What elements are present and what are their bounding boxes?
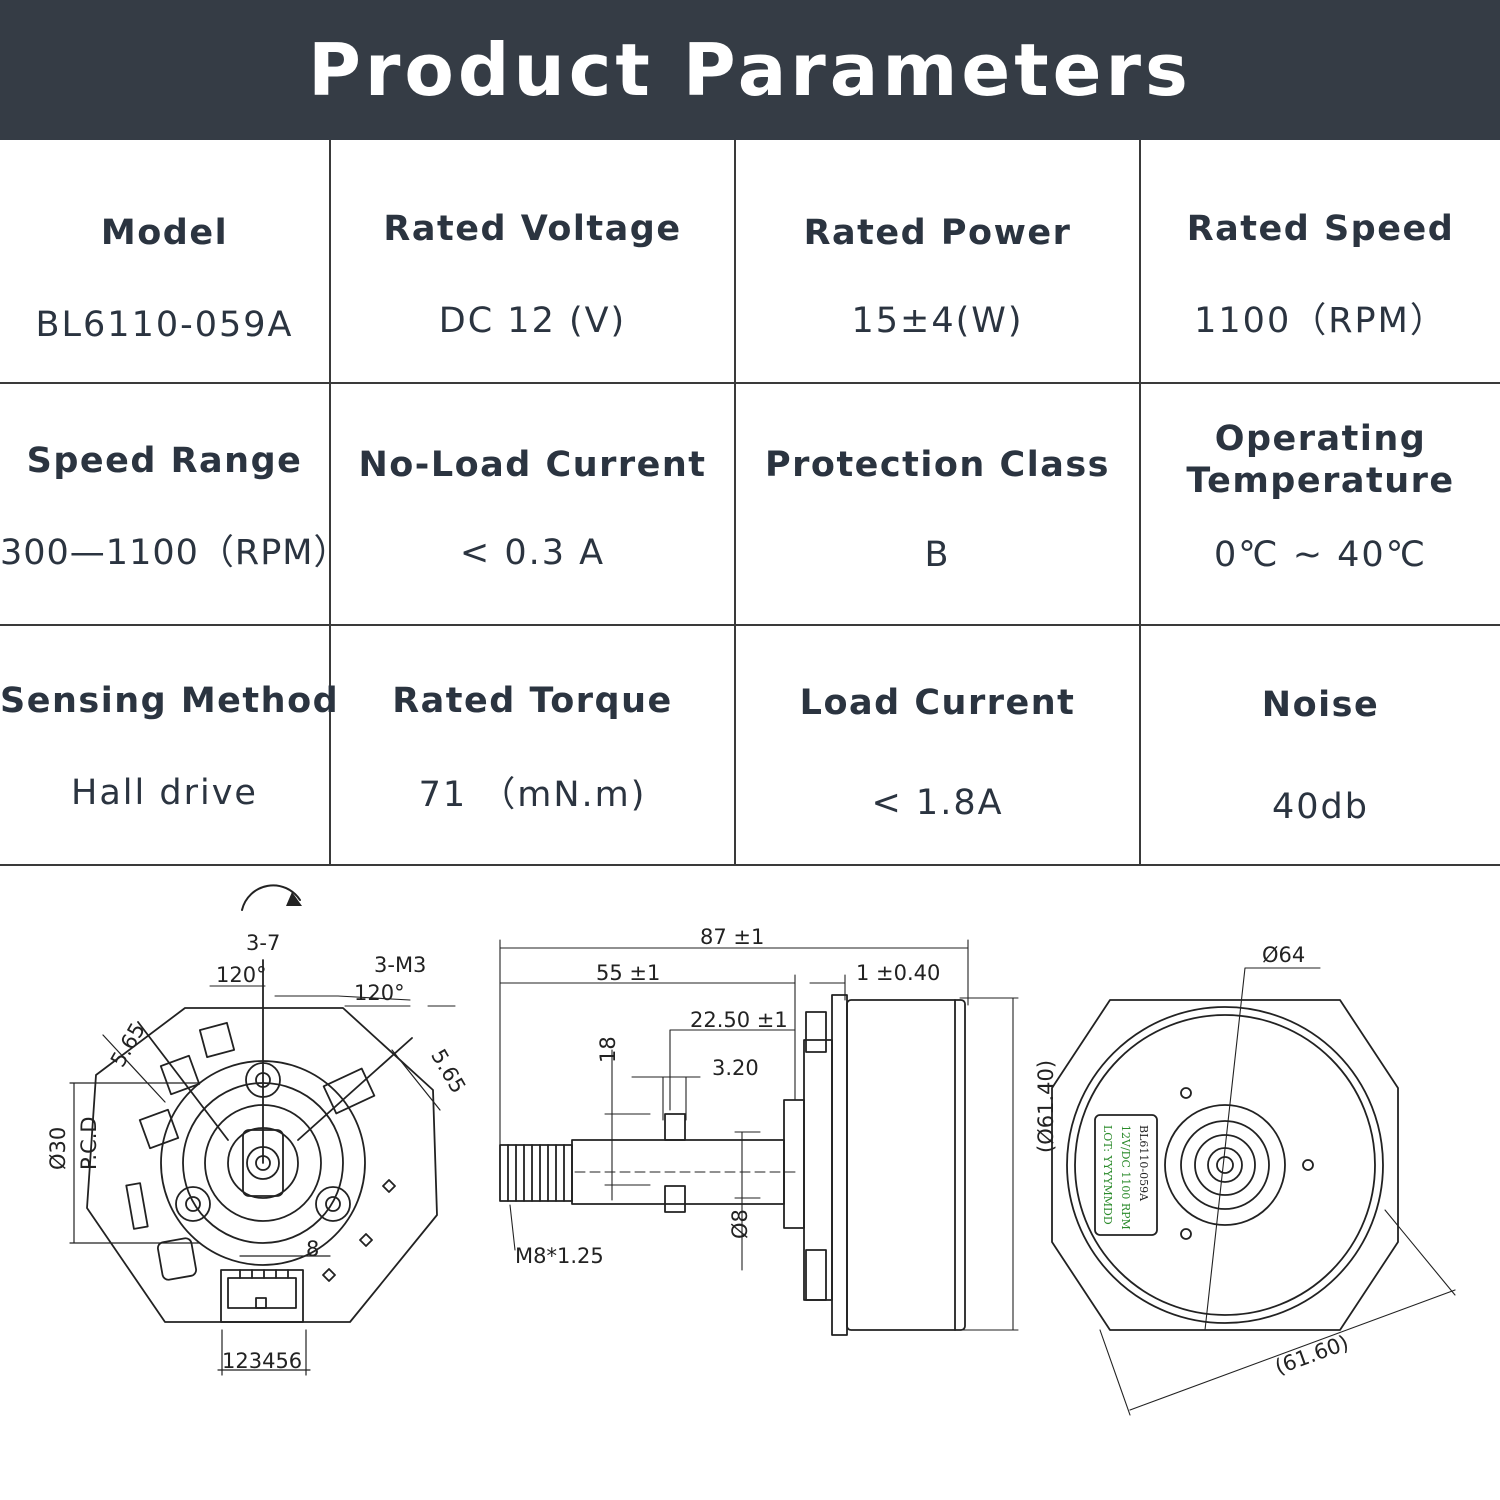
dimension-labels: 3-7 120° 3-M3 120° 5.65 5.65 Ø30 P.C.D 8… <box>46 925 1352 1379</box>
dim-label: 3-7 <box>246 931 280 955</box>
param-value: Hall drive <box>71 773 258 813</box>
param-label: Operating <box>1214 419 1427 459</box>
dim-label: P.C.D <box>77 1116 101 1170</box>
dim-label: Ø64 <box>1262 943 1305 967</box>
param-label: Rated Power <box>803 213 1072 253</box>
param-cell-rated-voltage: Rated Voltage DC 12 (V) <box>331 140 734 382</box>
table-column-divider <box>329 140 331 866</box>
page-header: Product Parameters <box>0 0 1500 140</box>
dim-label: 22.50 ±1 <box>690 1008 788 1032</box>
dim-label: (61.60) <box>1272 1331 1352 1380</box>
rear-view <box>1051 967 1456 1416</box>
param-value: 1100（RPM） <box>1194 301 1447 341</box>
dim-label: 120° <box>216 963 267 987</box>
param-value: < 0.3 A <box>459 533 606 573</box>
param-cell-sensing-method: Sensing Method Hall drive <box>0 626 340 864</box>
dim-label: 1 ±0.40 <box>856 961 940 985</box>
param-value: < 1.8A <box>871 783 1004 823</box>
sticker-text: BL6110-059A <box>1137 1125 1150 1202</box>
side-view <box>499 939 1019 1336</box>
dim-label: Ø30 <box>46 1127 70 1170</box>
sticker-text: LOT: YYYYMMDD <box>1101 1125 1114 1225</box>
sticker-text: 12V/DC 1100 RPM <box>1119 1125 1132 1230</box>
param-label: No-Load Current <box>358 445 707 485</box>
param-label: Speed Range <box>26 441 303 481</box>
param-label: Noise <box>1261 685 1380 725</box>
param-value: 40db <box>1272 787 1369 827</box>
dim-label: 120° <box>354 981 405 1005</box>
param-cell-model: Model BL6110-059A <box>0 140 329 382</box>
param-value: 71 （mN.m) <box>418 775 647 815</box>
dim-label: 18 <box>596 1036 620 1063</box>
param-label: Rated Voltage <box>383 209 682 249</box>
param-label: Rated Speed <box>1186 209 1455 249</box>
pcb-outline <box>86 1007 438 1323</box>
dim-label: 123456 <box>222 1349 302 1373</box>
table-row-divider <box>0 382 1500 384</box>
table-column-divider <box>734 140 736 866</box>
dim-label: (Ø61.40) <box>1034 1060 1058 1153</box>
param-cell-rated-power: Rated Power 15±4(W) <box>736 140 1139 382</box>
param-value: 15±4(W) <box>851 301 1024 341</box>
dim-label: 55 ±1 <box>596 961 660 985</box>
table-row-divider <box>0 624 1500 626</box>
param-cell-rated-speed: Rated Speed 1100（RPM） <box>1141 140 1500 382</box>
param-value: BL6110-059A <box>35 305 294 345</box>
dim-label: 8 <box>306 1237 319 1261</box>
param-value: 0℃ ~ 40℃ <box>1214 535 1427 575</box>
technical-drawing: 3-7 120° 3-M3 120° 5.65 5.65 Ø30 P.C.D 8… <box>46 884 1456 1416</box>
front-view <box>69 884 456 1376</box>
param-cell-speed-range: Speed Range 300—1100（RPM） <box>0 384 350 624</box>
param-label: Load Current <box>799 683 1076 723</box>
param-cell-noise: Noise 40db <box>1141 626 1500 864</box>
param-label: Protection Class <box>764 445 1110 485</box>
dim-label: 3-M3 <box>374 953 426 977</box>
param-cell-rated-torque: Rated Torque 71 （mN.m) <box>331 626 734 864</box>
param-label: Temperature <box>1186 461 1455 501</box>
param-cell-operating-temperature: Operating Temperature 0℃ ~ 40℃ <box>1141 384 1500 624</box>
table-row-divider <box>0 864 1500 866</box>
dim-label: 87 ±1 <box>700 925 764 949</box>
param-cell-protection-class: Protection Class B <box>736 384 1139 624</box>
param-value: B <box>924 535 951 575</box>
dim-label: Ø8 <box>728 1209 752 1239</box>
param-label: Rated Torque <box>392 681 673 721</box>
param-label: Sensing Method <box>0 681 340 721</box>
param-label: Model <box>100 213 229 253</box>
table-column-divider <box>1139 140 1141 866</box>
dim-label: M8*1.25 <box>515 1244 604 1268</box>
param-value: 300—1100（RPM） <box>0 533 350 573</box>
param-value: DC 12 (V) <box>438 301 627 341</box>
motor-label-sticker: BL6110-059A 12V/DC 1100 RPM LOT: YYYYMMD… <box>1101 1125 1150 1230</box>
param-cell-no-load-current: No-Load Current < 0.3 A <box>331 384 734 624</box>
param-cell-load-current: Load Current < 1.8A <box>736 626 1139 864</box>
motor-case-outline <box>1051 999 1399 1331</box>
dim-label: 3.20 <box>712 1056 759 1080</box>
page-title: Product Parameters <box>308 28 1192 112</box>
